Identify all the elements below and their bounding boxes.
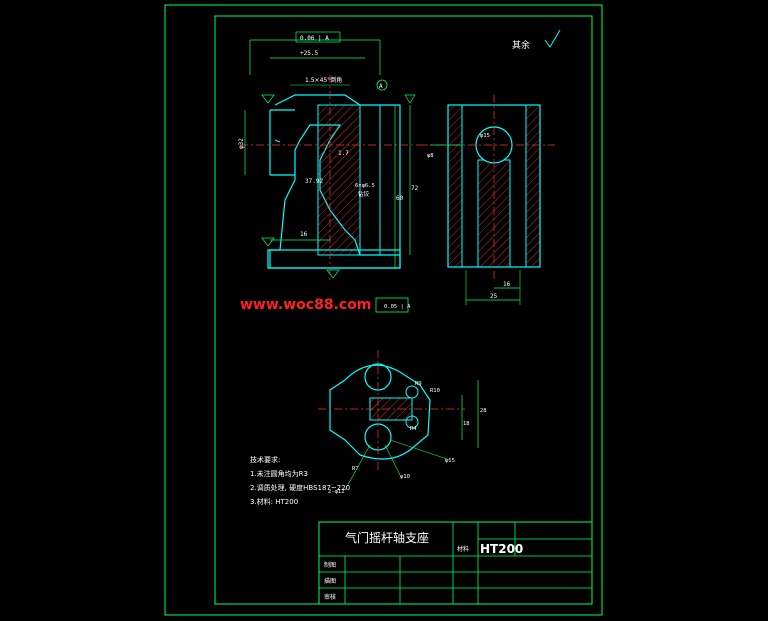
- title-row-2: 描图: [324, 577, 336, 585]
- top-r10: R10: [430, 388, 440, 394]
- top-d15: φ15: [445, 458, 455, 464]
- tech-requirements: 技术要求: 1.未注圆角均为R3 2.调质处理, 硬度HBS187~220 3.…: [250, 455, 350, 506]
- title-row-1: 制图: [324, 561, 336, 569]
- tech-item-3: 3.材料: HT200: [250, 497, 298, 506]
- top-dim-18: 18: [463, 421, 470, 427]
- front-tol-top: 0.06 | A: [300, 35, 329, 42]
- dim-60: 60: [396, 195, 404, 202]
- roughness-symbol: [544, 29, 561, 48]
- chamfer-note: 1.5×45°倒角: [305, 76, 342, 84]
- top-2: 2-φ12: [328, 489, 345, 495]
- watermark: www.woc88.com: [240, 297, 371, 313]
- material-value: HT200: [480, 542, 523, 556]
- top-r9: R9: [415, 381, 422, 387]
- tech-heading: 技术要求:: [250, 455, 280, 464]
- tech-item-1: 1.未注圆角均为R3: [250, 469, 308, 478]
- roughness-note: 其余: [512, 39, 530, 51]
- dim-17: 1.7: [338, 150, 349, 157]
- front-view: 0.06 | A +25.5 1.5×45°倒角 φ32 72 60 37.92…: [238, 31, 420, 280]
- thread-note: 6×φ6.5: [355, 183, 375, 189]
- drawing-title: 气门摇杆轴支座: [345, 530, 429, 545]
- ream-note: 钻铰: [358, 190, 370, 198]
- tech-item-2: 2.调质处理, 硬度HBS187~220: [250, 483, 350, 492]
- dim-37: 37.92: [305, 178, 323, 185]
- side-d8: φ8: [427, 153, 434, 159]
- outer-frame: [164, 4, 603, 616]
- side-dim-25: 25: [490, 293, 498, 300]
- side-d15: φ15: [480, 133, 490, 139]
- dim-16: 16: [300, 231, 308, 238]
- tol-box: 0.05 | A: [384, 304, 411, 310]
- top-r7: R7: [352, 466, 359, 472]
- title-block: 气门摇杆轴支座 材料 HT200 制图 描图 审核: [318, 521, 593, 605]
- datum-a-front: A: [379, 83, 383, 90]
- front-width-dim: +25.5: [300, 50, 318, 57]
- side-view: φ15 φ8 16 25: [420, 95, 555, 305]
- dim-d32: φ32: [238, 138, 245, 149]
- material-label: 材料: [457, 545, 469, 553]
- top-view: 28 18 R10 R9 R4 φ15 φ10 R7 2-φ12: [318, 350, 487, 495]
- top-r4: R4: [410, 426, 417, 432]
- title-row-3: 审核: [324, 593, 336, 601]
- top-dim-28: 28: [480, 408, 487, 414]
- side-dim-16: 16: [503, 281, 511, 288]
- top-d10: φ10: [400, 474, 410, 480]
- dim-72: 72: [411, 185, 419, 192]
